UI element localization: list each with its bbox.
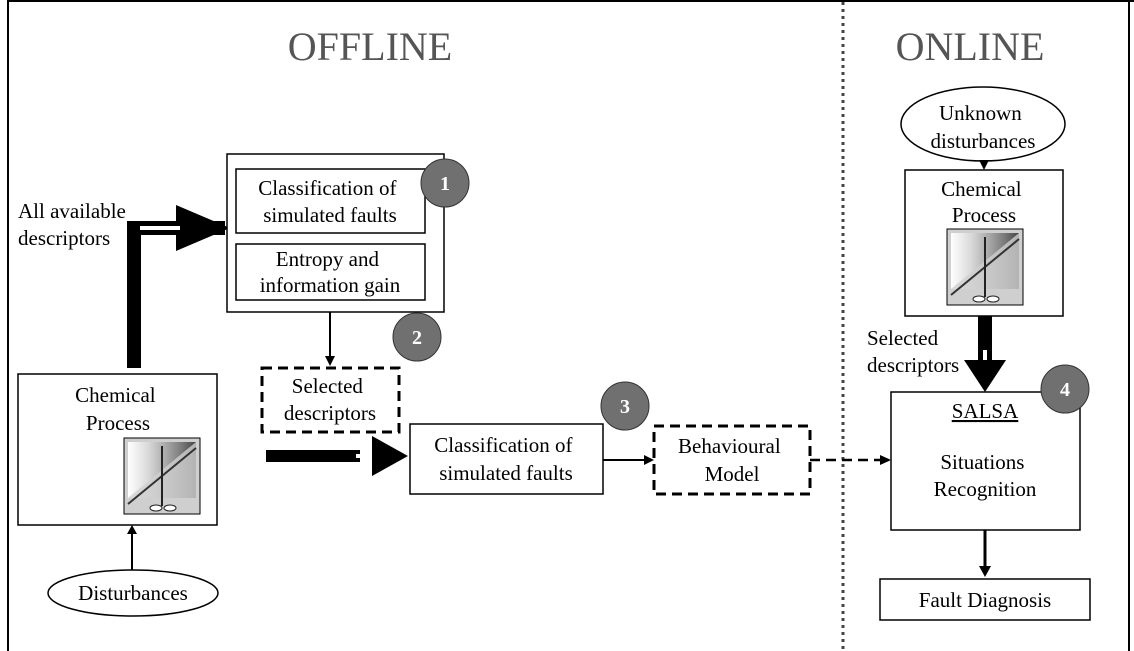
- disturbances-ellipse: [47, 569, 219, 617]
- step-4-badge: [1040, 364, 1090, 414]
- online-reactor-icon: [946, 228, 1024, 306]
- fault-diagnosis-label: Fault Diagnosis: [919, 588, 1051, 612]
- situations-recognition-label: Situations Recognition: [934, 450, 1037, 501]
- unknown-to-process-arrow: [979, 160, 989, 170]
- step-2-badge: [392, 312, 442, 362]
- step-4-number: 4: [1060, 379, 1070, 401]
- classification-box-2-label: Classification of simulated faults: [434, 433, 577, 485]
- classification-box-2: [409, 423, 604, 495]
- salsa-box: [890, 391, 1081, 531]
- fault-diagnosis-box: [879, 578, 1091, 621]
- unknown-disturbances-label: Unknown disturbances: [931, 101, 1036, 153]
- entropy-box: [235, 243, 426, 301]
- step-3-badge: [600, 381, 650, 431]
- offline-chemical-process-label: Chemical Process: [75, 383, 161, 435]
- step-3-number: 3: [620, 396, 630, 418]
- classification-box: [235, 168, 426, 234]
- salsa-title: SALSA: [952, 399, 1019, 423]
- behavioural-model-label: Behavioural Model: [678, 434, 786, 486]
- entropy-box-label: Entropy and information gain: [260, 247, 401, 297]
- online-title: ONLINE: [896, 24, 1045, 69]
- all-descriptors-label: All available descriptors: [18, 199, 131, 250]
- online-chemical-process-label: Chemical Process: [941, 177, 1027, 227]
- classification-box-label: Classification of simulated faults: [258, 176, 401, 227]
- all-descriptors-arrowhead: [176, 205, 230, 251]
- step-1-number: 1: [440, 173, 450, 195]
- disturbances-label: Disturbances: [78, 581, 188, 605]
- offline-reactor-icon: [123, 437, 201, 515]
- selected-descriptors-label: Selected descriptors: [284, 374, 376, 425]
- online-selected-descriptors-label: Selected descriptors: [867, 326, 959, 377]
- selected-descriptors-box: [260, 366, 401, 434]
- step-2-number: 2: [412, 327, 422, 349]
- offline-title: OFFLINE: [288, 24, 452, 69]
- behavioural-model-box: [652, 424, 812, 496]
- step-1-badge: [420, 158, 470, 208]
